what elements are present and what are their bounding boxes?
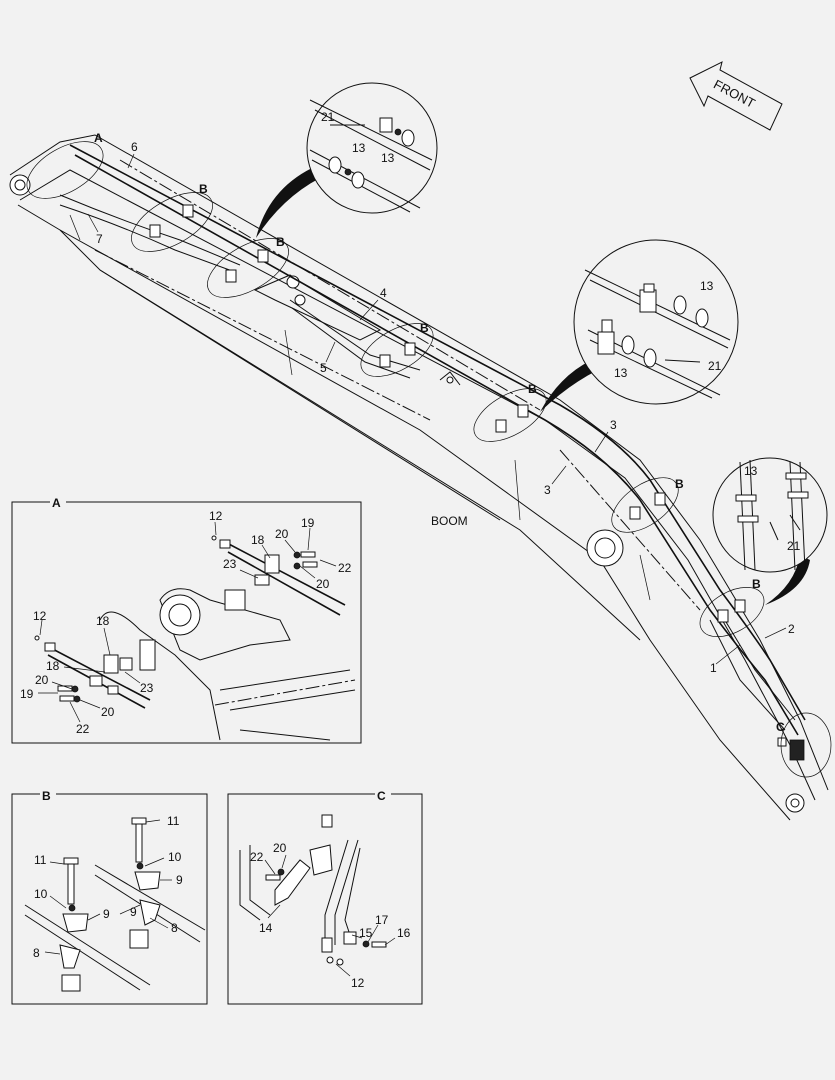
detail-ellipses: [26, 141, 832, 778]
callout-b-3: B: [420, 321, 429, 335]
detail-a-label-23-top: 23: [223, 557, 237, 571]
detail-c-label-22: 22: [250, 850, 264, 864]
zoom-circle-1: 21 13 13: [256, 82, 438, 238]
callout-a: A: [94, 131, 103, 145]
boom-structure: [9, 134, 829, 821]
callout-b-4: B: [528, 382, 537, 396]
boom-title: BOOM: [431, 514, 468, 528]
callout-b-2: B: [276, 235, 285, 249]
detail-a-label-19-bottom: 19: [20, 687, 34, 701]
detail-a-title: A: [52, 496, 61, 510]
detail-a-label-18-a: 18: [96, 614, 110, 628]
detail-b-label-9-mid: 9: [130, 905, 137, 919]
detail-a-label-18-top: 18: [251, 533, 265, 547]
detail-a-label-12-top: 12: [209, 509, 223, 523]
zoom3-label-13: 13: [744, 464, 758, 478]
part-4: 4: [380, 286, 387, 300]
callout-b-6: B: [752, 577, 761, 591]
detail-a-label-22-bottom: 22: [76, 722, 90, 736]
detail-a-label-19-top: 19: [301, 516, 315, 530]
detail-b-label-8-right: 8: [171, 921, 178, 935]
detail-c-label-12: 12: [351, 976, 365, 990]
detail-a-label-18-b: 18: [46, 659, 60, 673]
front-arrow: FRONT: [689, 61, 783, 131]
part-7: 7: [96, 232, 103, 246]
detail-b-label-9-right: 9: [176, 873, 183, 887]
detail-c-label-17: 17: [375, 913, 389, 927]
part-5: 5: [320, 361, 327, 375]
detail-b-title: B: [42, 789, 51, 803]
zoom3-label-21: 21: [787, 539, 801, 553]
detail-a-label-22-top: 22: [338, 561, 352, 575]
zoom1-label-21: 21: [321, 110, 335, 124]
zoom-circle-2: 13 13 21: [540, 239, 739, 412]
zoom1-label-13b: 13: [381, 151, 395, 165]
part-6: 6: [131, 140, 138, 154]
detail-a-label-12-bottom: 12: [33, 609, 47, 623]
zoom2-label-13b: 13: [614, 366, 628, 380]
detail-b-label-11-right: 11: [167, 814, 180, 828]
detail-a-panel: A: [11, 495, 362, 744]
detail-b-label-10-right: 10: [168, 850, 182, 864]
detail-a-label-20-top-b: 20: [316, 577, 330, 591]
detail-c-title: C: [377, 789, 386, 803]
detail-c-label-16: 16: [397, 926, 411, 940]
detail-c-label-20: 20: [273, 841, 287, 855]
zoom2-label-13a: 13: [700, 279, 714, 293]
part-3b: 3: [544, 483, 551, 497]
detail-a-label-20-bottom-b: 20: [101, 705, 115, 719]
detail-b-panel: B 11 10 9 11 10 9 9 8 8: [11, 788, 208, 1005]
detail-a-label-20-bottom-a: 20: [35, 673, 49, 687]
zoom-circle-3: 13 21: [712, 457, 828, 605]
detail-a-label-23-bottom: 23: [140, 681, 154, 695]
zoom1-label-13a: 13: [352, 141, 366, 155]
detail-c-label-14: 14: [259, 921, 273, 935]
detail-b-label-8-left: 8: [33, 946, 40, 960]
part-3a: 3: [610, 418, 617, 432]
callout-b-5: B: [675, 477, 684, 491]
detail-c-label-15: 15: [359, 926, 373, 940]
callout-c: C: [776, 720, 785, 734]
part-2: 2: [788, 622, 795, 636]
callout-b-1: B: [199, 182, 208, 196]
detail-a-label-20-top: 20: [275, 527, 289, 541]
detail-b-label-10-left: 10: [34, 887, 48, 901]
detail-b-label-11-left: 11: [34, 853, 47, 867]
boom-clamps: [149, 204, 805, 761]
detail-b-label-9-left: 9: [103, 907, 110, 921]
zoom2-label-21: 21: [708, 359, 722, 373]
part-1: 1: [710, 661, 717, 675]
main-labels: A B B B B B B C 1 2 3 3 4 5 6 7 BOOM: [87, 131, 795, 734]
detail-c-panel: C 22 20 14 15 17 16 12: [227, 788, 423, 1005]
